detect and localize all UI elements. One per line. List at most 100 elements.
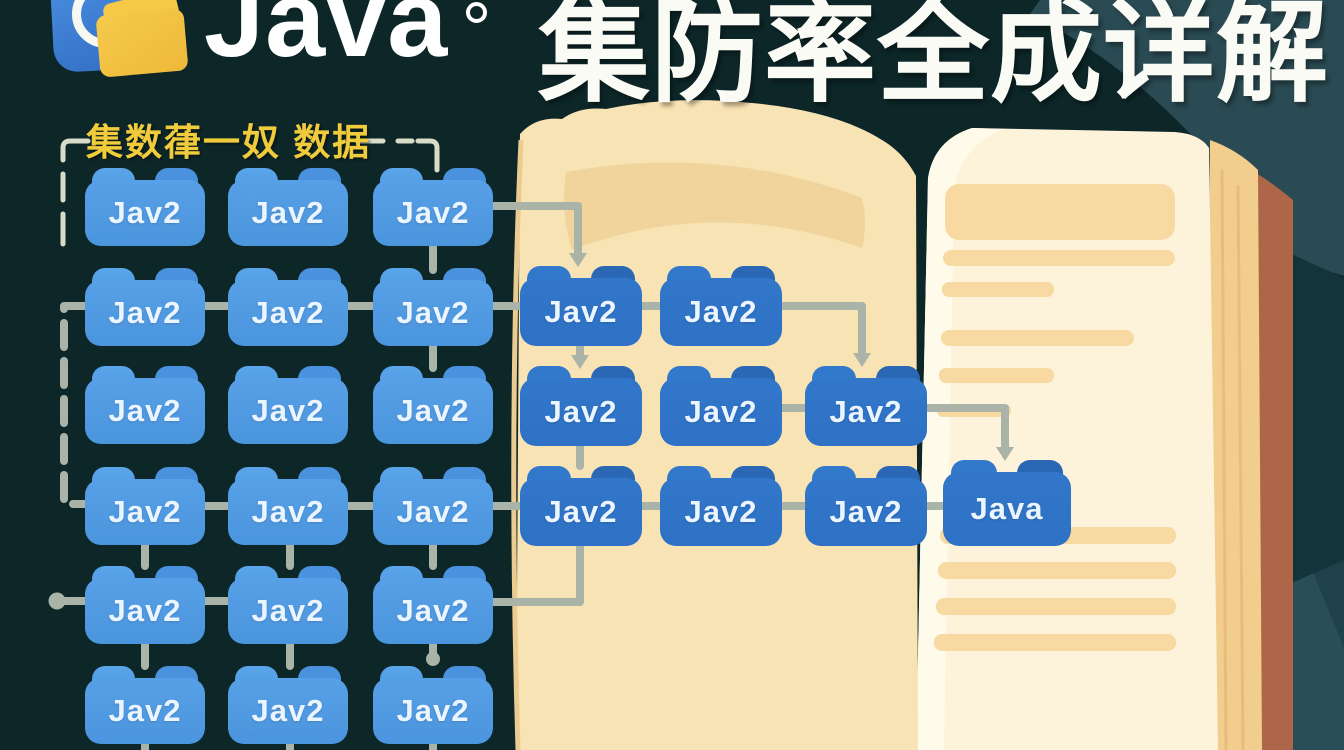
folder-body: Jav2 — [85, 479, 205, 545]
folder-node: Jav2 — [373, 268, 493, 346]
book-page-edge-streak — [1236, 184, 1245, 750]
folder-body: Jav2 — [228, 378, 348, 444]
folder-label: Jav2 — [108, 693, 182, 728]
folder-label: Jav2 — [684, 494, 758, 529]
dashed-annotation-box — [60, 138, 440, 247]
folder-node: Jav2 — [373, 467, 493, 545]
folder-body: Jav2 — [373, 378, 493, 444]
folder-label: Jav2 — [251, 295, 325, 330]
folder-node: Jav2 — [228, 268, 348, 346]
folder-node: Jav2 — [373, 666, 493, 744]
folder-body: Jav2 — [520, 378, 642, 446]
folder-label: Jav2 — [251, 195, 325, 230]
connector — [60, 302, 89, 508]
folder-label: Jav2 — [396, 393, 470, 428]
connector — [489, 202, 582, 258]
folder-node: Jav2 — [520, 266, 642, 346]
folder-node: Jav2 — [520, 466, 642, 546]
folder-node: Jav2 — [520, 366, 642, 446]
folder-body: Jav2 — [520, 478, 642, 546]
folder-body: Jav2 — [373, 280, 493, 346]
folder-node: Jav2 — [660, 466, 782, 546]
folder-label: Jav2 — [108, 295, 182, 330]
folder-node: Jav2 — [85, 168, 205, 246]
folder-body: Java — [943, 472, 1071, 546]
folder-label: Jav2 — [829, 494, 903, 529]
folder-body: Jav2 — [85, 378, 205, 444]
background-band-right — [1287, 252, 1344, 585]
folder-node: Jav2 — [373, 168, 493, 246]
page-title: 集防率全成详解 — [538, 0, 1329, 115]
folder-body: Jav2 — [85, 678, 205, 744]
folder-node: Jav2 — [85, 268, 205, 346]
logo-folder-icon — [95, 8, 189, 78]
folder-label: Jav2 — [251, 593, 325, 628]
folder-label: Jav2 — [684, 394, 758, 429]
book-right-page-spine-highlight — [916, 128, 1004, 750]
book-left-page-shadow-band — [564, 162, 865, 250]
folder-body: Jav2 — [660, 278, 782, 346]
brand-wordmark: Java — [204, 0, 449, 79]
folder-label: Jav2 — [251, 693, 325, 728]
folder-node: Jav2 — [228, 168, 348, 246]
folder-label: Jav2 — [251, 494, 325, 529]
folder-label: Jav2 — [108, 494, 182, 529]
folder-body: Jav2 — [373, 578, 493, 644]
folder-node: Jav2 — [228, 566, 348, 644]
connector-arrow-icon — [569, 253, 587, 267]
folder-label: Jav2 — [108, 195, 182, 230]
folder-body: Jav2 — [85, 180, 205, 246]
folder-body: Jav2 — [373, 479, 493, 545]
folder-label: Jav2 — [544, 494, 618, 529]
folder-node: Jav2 — [805, 366, 927, 446]
folder-label: Jav2 — [544, 294, 618, 329]
folder-body: Jav2 — [85, 578, 205, 644]
registered-trademark-icon — [466, 2, 487, 23]
folder-label: Jav2 — [684, 294, 758, 329]
folder-label: Jav2 — [108, 593, 182, 628]
folder-node: Jav2 — [228, 366, 348, 444]
folder-body: Jav2 — [660, 478, 782, 546]
folder-node: Jav2 — [85, 566, 205, 644]
book-left-page-edge-line — [511, 139, 524, 750]
folder-body: Jav2 — [520, 278, 642, 346]
connector — [923, 404, 1009, 452]
folder-body: Jav2 — [805, 378, 927, 446]
book-page-edge-stack — [1206, 140, 1262, 750]
folder-label: Jav2 — [108, 393, 182, 428]
connector — [778, 302, 866, 358]
folder-node: Jav2 — [660, 366, 782, 446]
connector-dot — [48, 592, 66, 610]
folder-label: Jav2 — [251, 393, 325, 428]
folder-label: Jav2 — [544, 394, 618, 429]
folder-label: Jav2 — [829, 394, 903, 429]
folder-node: Jav2 — [660, 266, 782, 346]
folder-body: Jav2 — [660, 378, 782, 446]
folder-node: Jav2 — [373, 566, 493, 644]
folder-label: Jav2 — [396, 295, 470, 330]
java-folder-logo-icon — [49, 0, 189, 78]
folder-node: Jav2 — [85, 666, 205, 744]
folder-body: Jav2 — [373, 678, 493, 744]
folder-body: Jav2 — [228, 479, 348, 545]
folder-node: Jav2 — [228, 467, 348, 545]
folder-label: Jav2 — [396, 593, 470, 628]
folder-body: Jav2 — [805, 478, 927, 546]
folder-body: Jav2 — [228, 280, 348, 346]
folder-body: Jav2 — [228, 678, 348, 744]
folder-label: Jav2 — [396, 693, 470, 728]
folder-label: Jav2 — [396, 494, 470, 529]
folder-node: Jav2 — [805, 466, 927, 546]
folder-body: Jav2 — [228, 180, 348, 246]
book-page-edge-streak — [1220, 169, 1228, 750]
connector-dot — [426, 652, 440, 666]
background-swoosh-bottom-corner — [1313, 560, 1344, 648]
connector — [489, 542, 584, 606]
folder-body: Jav2 — [373, 180, 493, 246]
folder-label: Jav2 — [396, 195, 470, 230]
folder-node: Jav2 — [85, 366, 205, 444]
folder-node: Jav2 — [85, 467, 205, 545]
connector-arrow-icon — [853, 353, 871, 367]
